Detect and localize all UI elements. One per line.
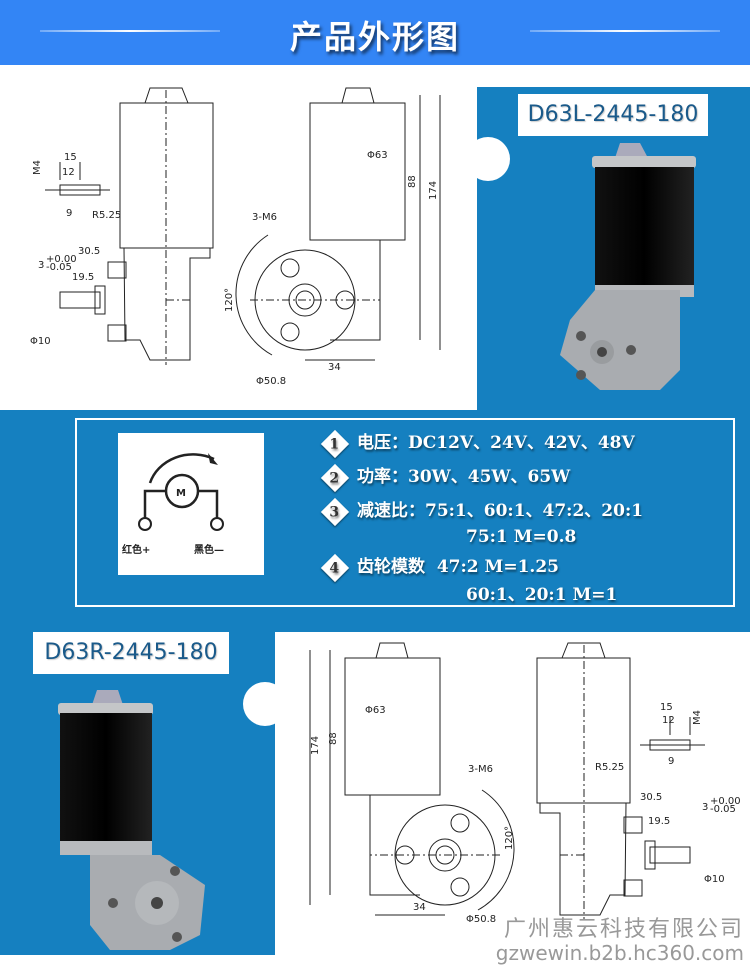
wiring-diagram: M 红色+ 黑色— <box>118 433 264 575</box>
model-label-top: D63L-2445-180 <box>518 94 708 136</box>
svg-text:174: 174 <box>310 736 321 755</box>
svg-text:9: 9 <box>66 208 72 219</box>
svg-text:M4: M4 <box>32 160 43 175</box>
svg-text:34: 34 <box>328 362 341 373</box>
svg-text:Φ63: Φ63 <box>365 705 386 716</box>
svg-text:Φ63: Φ63 <box>367 150 388 161</box>
motor-photo-bottom <box>58 690 205 950</box>
watermark: 广州惠云科技有限公司 gzwewin.b2b.hc360.com <box>495 917 744 965</box>
svg-text:3-M6: 3-M6 <box>252 212 277 223</box>
puzzle-notch <box>466 137 510 181</box>
svg-text:34: 34 <box>413 902 426 913</box>
positive-wire-label: 红色+ <box>122 543 150 556</box>
bottom-drawing <box>309 642 706 921</box>
svg-text:R5.25: R5.25 <box>92 210 121 221</box>
header-banner: 产品外形图 <box>0 0 750 65</box>
svg-text:88: 88 <box>407 175 418 188</box>
svg-text:R5.25: R5.25 <box>595 762 624 773</box>
svg-text:-0.05: -0.05 <box>710 804 736 815</box>
svg-text:M: M <box>176 488 186 499</box>
svg-text:Φ50.8: Φ50.8 <box>256 376 286 387</box>
motor-photo-top <box>560 143 696 390</box>
svg-text:+0.00: +0.00 <box>710 796 741 807</box>
svg-text:15: 15 <box>660 702 673 713</box>
header-divider-right <box>530 30 720 32</box>
watermark-url: gzwewin.b2b.hc360.com <box>495 941 744 965</box>
svg-text:174: 174 <box>428 181 439 200</box>
svg-text:-0.05: -0.05 <box>46 262 72 273</box>
spec-box <box>75 418 735 607</box>
svg-text:120°: 120° <box>504 826 515 850</box>
model-label-bottom: D63R-2445-180 <box>33 632 229 674</box>
svg-text:+0.00: +0.00 <box>46 254 77 265</box>
svg-text:M4: M4 <box>692 710 703 725</box>
watermark-company: 广州惠云科技有限公司 <box>503 917 744 942</box>
svg-text:Φ10: Φ10 <box>30 336 51 347</box>
svg-text:15: 15 <box>64 152 77 163</box>
negative-wire-label: 黑色— <box>194 543 224 556</box>
svg-text:Φ50.8: Φ50.8 <box>466 914 496 925</box>
svg-text:88: 88 <box>328 732 339 745</box>
svg-text:120°: 120° <box>224 288 235 312</box>
page-title: 产品外形图 <box>289 18 460 56</box>
svg-text:30.5: 30.5 <box>640 792 662 803</box>
header-divider-left <box>40 30 220 32</box>
svg-text:12: 12 <box>662 715 675 726</box>
svg-text:19.5: 19.5 <box>72 272 94 283</box>
svg-text:3: 3 <box>38 260 44 271</box>
svg-text:9: 9 <box>668 756 674 767</box>
spec-gear-module-extra: 60:1、20:1 M=1 <box>466 585 618 605</box>
spec-ratio-module: 75:1 M=0.8 <box>466 527 577 547</box>
svg-text:30.5: 30.5 <box>78 246 100 257</box>
svg-text:12: 12 <box>62 167 75 178</box>
svg-text:Φ10: Φ10 <box>704 874 725 885</box>
svg-text:3-M6: 3-M6 <box>468 764 493 775</box>
svg-text:19.5: 19.5 <box>648 816 670 827</box>
svg-text:3: 3 <box>702 802 708 813</box>
puzzle-notch <box>243 682 287 726</box>
motor-wiring-icon: M 红色+ 黑色— <box>122 453 224 556</box>
top-drawing <box>44 87 441 366</box>
